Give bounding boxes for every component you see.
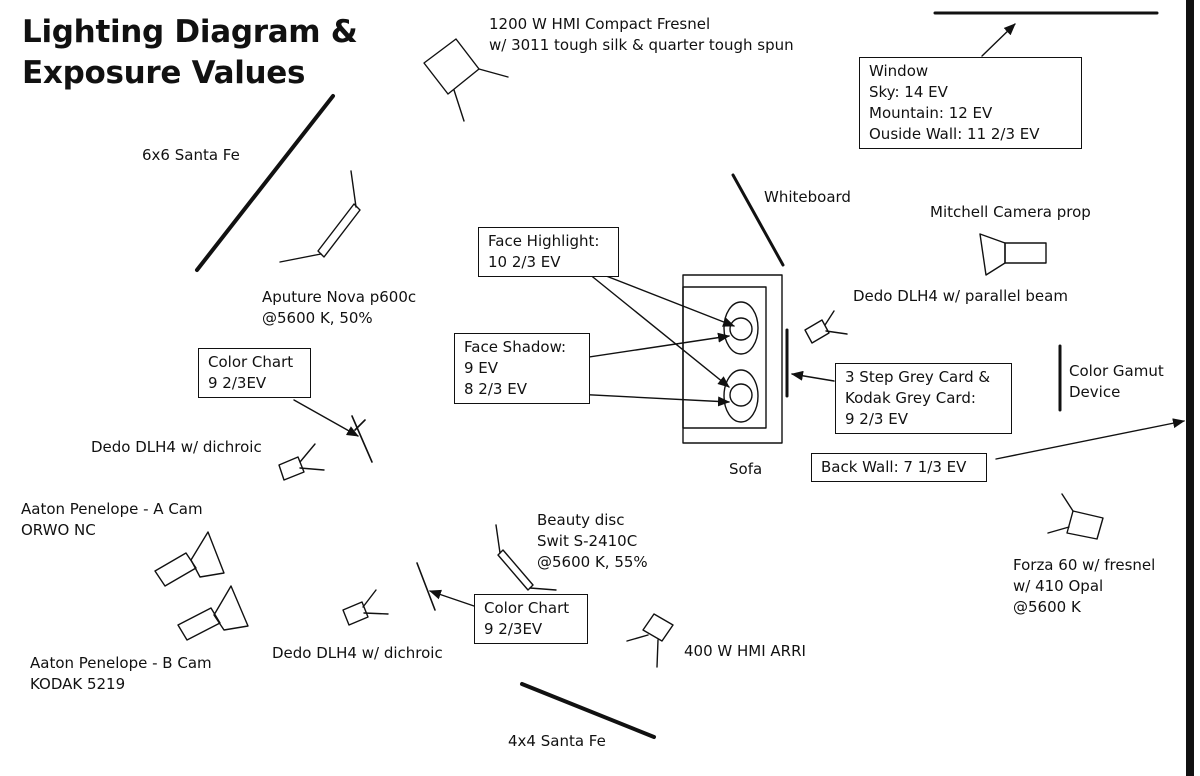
window-box-line-3: Mountain: 12 EV [869,104,993,122]
face-highlight-line-2: 10 2/3 EV [488,253,561,271]
face-highlight-box: Face Highlight: 10 2/3 EV [478,227,619,277]
window-box-line-4: Ouside Wall: 11 2/3 EV [869,125,1040,143]
color-chart-stand-icon [351,415,373,463]
back-wall-box: Back Wall: 7 1/3 EV [811,453,987,482]
face-highlight-arrow-2 [577,264,730,388]
dedo-dichroic-1-icon [278,443,325,481]
aputure-nova-panel-icon [279,170,361,263]
beauty-disc-label-line-1: Beauty disc [537,511,625,529]
sofa-icon [682,274,783,444]
color-gamut-label-line-1: Color Gamut [1069,362,1164,380]
window-ev-box: Window Sky: 14 EV Mountain: 12 EV Ouside… [859,57,1082,149]
color-chart-stand-2-icon [416,562,436,611]
hmi-arri-400w-icon [626,613,674,668]
beauty-disc-label-line-2: Swit S-2410C [537,532,638,550]
color-gamut-label: Color Gamut Device [1069,361,1164,403]
hmi-fresnel-fixture-icon [423,38,509,122]
grey-card-arrow [791,370,835,382]
beauty-disc-label: Beauty disc Swit S-2410C @5600 K, 55% [537,510,648,573]
window-box-line-2: Sky: 14 EV [869,83,948,101]
forza-label: Forza 60 w/ fresnel w/ 410 Opal @5600 K [1013,555,1155,618]
color-chart-1-arrow [293,399,359,437]
aaton-b-label-line-1: Aaton Penelope - B Cam [30,654,212,672]
dedo-parallel-label: Dedo DLH4 w/ parallel beam [853,287,1068,305]
face-shadow-line-1: Face Shadow: [464,338,567,356]
forza-label-line-1: Forza 60 w/ fresnel [1013,556,1156,574]
grey-card-line-3: 9 2/3 EV [845,410,908,428]
whiteboard-label: Whiteboard [764,188,851,206]
hmi-fresnel-label-line-1: 1200 W HMI Compact Fresnel [489,15,711,33]
face-shadow-line-3: 8 2/3 EV [464,380,527,398]
face-shadow-line-2: 9 EV [464,359,499,377]
hmi-arri-label: 400 W HMI ARRI [684,642,806,660]
santa-fe-4x4-flag [520,682,656,739]
dedo-dichroic-2-icon [342,589,389,626]
beauty-disc-label-line-3: @5600 K, 55% [537,553,648,571]
mitchell-camera-prop-icon [979,233,1047,276]
aaton-b-label: Aaton Penelope - B Cam KODAK 5219 [30,653,212,695]
back-wall-line-1: Back Wall: 7 1/3 EV [821,458,967,476]
title-line-1: Lighting Diagram & [22,14,358,50]
mitchell-camera-label: Mitchell Camera prop [930,203,1091,221]
whiteboard-line [731,173,785,267]
forza-60-fresnel-icon [1047,493,1104,540]
color-chart-1-box: Color Chart 9 2/3EV [198,348,311,398]
title-line-2: Exposure Values [22,55,306,91]
forza-label-line-2: w/ 410 Opal [1013,577,1104,595]
aputure-label-line-1: Aputure Nova p600c [262,288,417,306]
dedo-dichroic-2-label: Dedo DLH4 w/ dichroic [272,644,443,662]
color-chart-2-box: Color Chart 9 2/3EV [474,594,588,644]
color-chart-2-arrow [429,589,475,607]
dedo-dichroic-1-label: Dedo DLH4 w/ dichroic [91,438,262,456]
color-chart-2-line-2: 9 2/3EV [484,620,543,638]
aaton-a-label: Aaton Penelope - A Cam ORWO NC [21,499,203,541]
sofa-label: Sofa [729,460,763,478]
color-chart-2-line-1: Color Chart [484,599,570,617]
color-chart-1-line-1: Color Chart [208,353,294,371]
santa-fe-6x6-flag [195,94,335,272]
aaton-a-cam-icon [154,531,225,587]
santa-fe-4x4-label: 4x4 Santa Fe [508,732,606,750]
hmi-fresnel-label-line-2: w/ 3011 tough silk & quarter tough spun [489,36,794,54]
forza-label-line-3: @5600 K [1013,598,1081,616]
grey-card-box: 3 Step Grey Card & Kodak Grey Card: 9 2/… [835,363,1012,434]
dedo-parallel-beam-icon [804,310,848,344]
grey-card-line-2: Kodak Grey Card: [845,389,976,407]
color-gamut-label-line-2: Device [1069,383,1121,401]
aaton-a-label-line-2: ORWO NC [21,521,96,539]
santa-fe-6x6-label: 6x6 Santa Fe [142,146,240,164]
aaton-b-cam-icon [177,585,249,641]
face-shadow-box: Face Shadow: 9 EV 8 2/3 EV [454,333,590,404]
aaton-a-label-line-1: Aaton Penelope - A Cam [21,500,203,518]
color-chart-1-line-2: 9 2/3EV [208,374,267,392]
hmi-fresnel-label: 1200 W HMI Compact Fresnel w/ 3011 tough… [489,14,794,56]
face-highlight-line-1: Face Highlight: [488,232,600,250]
page-title: Lighting Diagram & Exposure Values [22,12,358,94]
beauty-disc-icon [495,524,557,591]
aaton-b-label-line-2: KODAK 5219 [30,675,126,693]
window-arrow [981,23,1016,57]
back-wall-arrow [995,418,1185,460]
grey-card-line-1: 3 Step Grey Card & [845,368,991,386]
aputure-label: Aputure Nova p600c @5600 K, 50% [262,287,416,329]
aputure-label-line-2: @5600 K, 50% [262,309,373,327]
window-box-line-1: Window [869,62,929,80]
